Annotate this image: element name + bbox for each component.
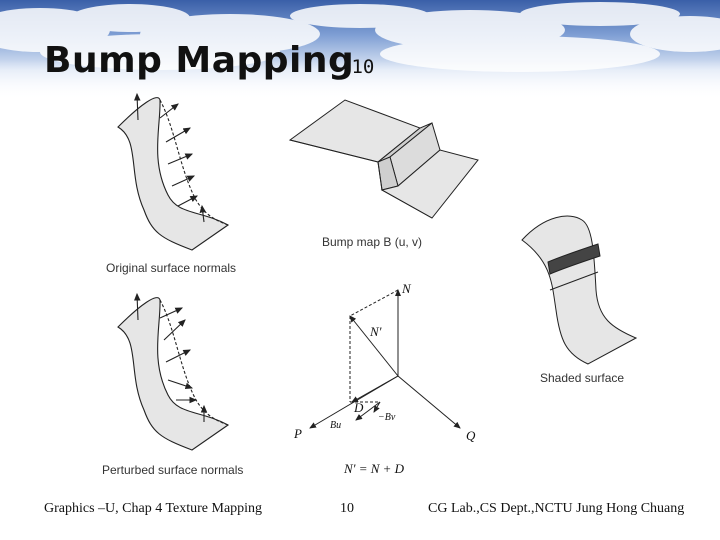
label-neg-Bv: −Bv (378, 412, 396, 423)
original-surface-diagram (117, 92, 230, 251)
label-D: D (353, 400, 364, 415)
slide-title-suffix: -10 (340, 56, 375, 78)
bump-map-sheet (288, 99, 479, 219)
caption-original-surface-normals: Original surface normals (106, 261, 236, 275)
label-P: P (293, 426, 302, 441)
caption-bump-map: Bump map B (u, v) (322, 235, 422, 249)
caption-shaded-surface: Shaded surface (540, 371, 624, 385)
footer-author: CG Lab.,CS Dept.,NCTU Jung Hong Chuang (428, 501, 685, 516)
footer-course: Graphics –U, Chap 4 Texture Mapping (44, 501, 263, 516)
label-Q: Q (466, 428, 476, 443)
vector-diagram (309, 289, 461, 429)
equation-n-prime: N' = N + D (343, 461, 405, 476)
label-Bu: Bu (330, 420, 341, 431)
label-N-prime: N' (369, 324, 382, 339)
caption-perturbed-surface-normals: Perturbed surface normals (102, 463, 243, 477)
label-N: N (401, 281, 412, 296)
sky-banner (0, 0, 720, 100)
slide-title: Bump Mapping (44, 40, 355, 81)
shaded-surface-diagram (521, 215, 638, 365)
footer-page-number: 10 (340, 501, 354, 516)
perturbed-surface-diagram (117, 292, 230, 451)
